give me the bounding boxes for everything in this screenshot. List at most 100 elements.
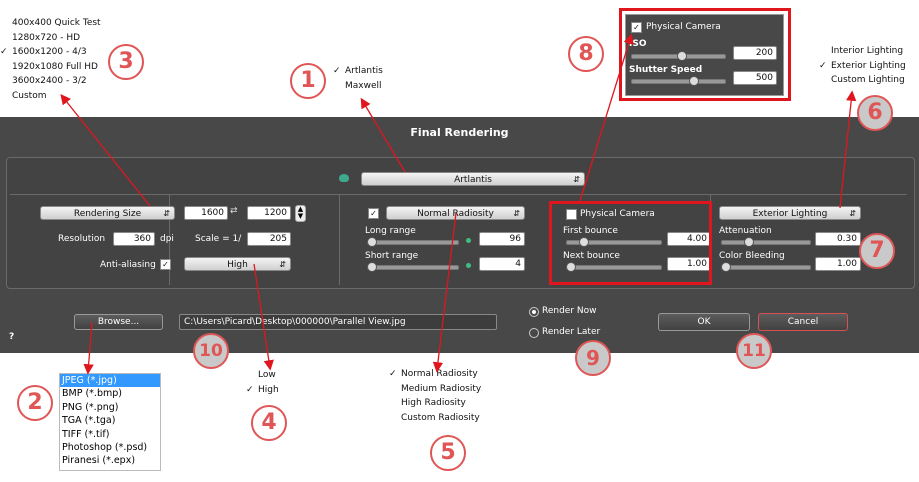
engine-option[interactable]: Maxwell: [345, 80, 382, 91]
quality-option[interactable]: Low: [258, 370, 276, 380]
callout-4: 4: [251, 405, 287, 441]
lighting-option[interactable]: Interior Lighting: [831, 46, 904, 56]
arrow: [839, 90, 857, 209]
file-format-option[interactable]: TIFF (*.tif): [62, 428, 110, 440]
next-bounce-input[interactable]: 1.00: [667, 257, 711, 271]
checkmark-icon: ✓: [246, 384, 254, 395]
slider-knob[interactable]: [367, 262, 377, 272]
slider-knob[interactable]: [721, 262, 731, 272]
size-options-list: 400x400 Quick Test 1280x720 - HD ✓1600x1…: [0, 16, 101, 103]
arrow: [579, 33, 634, 202]
slider-knob[interactable]: [744, 237, 754, 247]
radiosity-option[interactable]: Medium Radiosity: [401, 383, 482, 394]
file-format-option[interactable]: PNG (*.png): [62, 401, 119, 413]
radiosity-option[interactable]: High Radiosity: [401, 398, 466, 408]
file-format-option[interactable]: TGA (*.tga): [62, 415, 116, 427]
long-range-slider[interactable]: [367, 237, 459, 247]
callout-8: 8: [568, 36, 604, 72]
file-format-option[interactable]: Piranesi (*.epx): [62, 455, 136, 467]
iso-label: ISO: [629, 39, 647, 49]
iso-slider[interactable]: [631, 51, 726, 61]
arrow: [83, 321, 94, 375]
row-divider: [10, 194, 907, 195]
render-later-label: Render Later: [542, 327, 601, 337]
render-later-radio[interactable]: [529, 328, 539, 338]
shutter-speed-input[interactable]: 500: [733, 71, 777, 85]
size-option[interactable]: 1280x720 - HD: [12, 32, 81, 43]
slider-knob[interactable]: [579, 237, 589, 247]
quality-options-list: Low ✓High: [246, 368, 279, 397]
size-stepper[interactable]: ▲▼: [295, 205, 306, 222]
physical-camera-highlight: [549, 201, 712, 285]
slider-knob[interactable]: [367, 237, 377, 247]
arrow: [360, 97, 406, 173]
browse-button[interactable]: Browse...: [74, 314, 163, 330]
render-now-radio[interactable]: [529, 307, 539, 317]
shutter-speed-label: Shutter Speed: [629, 65, 703, 75]
long-range-input[interactable]: 96: [479, 232, 525, 246]
ok-button[interactable]: OK: [658, 313, 750, 331]
slider-knob[interactable]: [566, 262, 576, 272]
lighting-value: Exterior Lighting: [752, 209, 828, 219]
height-input[interactable]: 1200: [247, 206, 291, 220]
file-format-option[interactable]: BMP (*.bmp): [62, 388, 122, 400]
engine-dropdown-value: Artlantis: [454, 175, 492, 185]
quality-option[interactable]: ✓High: [246, 383, 279, 398]
size-option[interactable]: ✓1600x1200 - 4/3: [0, 45, 101, 60]
resolution-input[interactable]: 360: [113, 232, 155, 246]
indicator-dot-icon: [466, 263, 471, 268]
engine-option[interactable]: ✓Artlantis: [333, 64, 383, 79]
callout-6: 6: [857, 95, 893, 131]
attenuation-slider[interactable]: [721, 237, 811, 247]
slider-knob[interactable]: [677, 51, 687, 61]
cancel-button[interactable]: Cancel: [758, 313, 848, 331]
first-bounce-slider[interactable]: [566, 237, 662, 247]
checkmark-icon: ✓: [0, 47, 8, 57]
size-option[interactable]: 1920x1080 Full HD: [12, 61, 98, 72]
antialiasing-quality-dropdown[interactable]: High ⇵: [184, 257, 291, 271]
help-icon[interactable]: ?: [9, 332, 15, 342]
width-input[interactable]: 1600: [184, 206, 228, 220]
chevron-updown-icon: ⇵: [279, 260, 286, 269]
dialog-title: Final Rendering: [410, 126, 509, 139]
lighting-option[interactable]: Custom Lighting: [831, 75, 905, 85]
checkmark-icon: ✓: [333, 66, 341, 76]
size-option[interactable]: 3600x2400 - 3/2: [12, 76, 87, 86]
link-proportions-icon[interactable]: ⇄: [230, 206, 238, 216]
callout-9: 9: [575, 340, 611, 376]
output-path-input[interactable]: C:\Users\Picard\Desktop\000000\Parallel …: [179, 314, 497, 330]
size-option[interactable]: Custom: [12, 90, 47, 101]
shutter-speed-slider[interactable]: [631, 76, 726, 86]
antialiasing-label: Anti-aliasing: [100, 260, 156, 270]
next-bounce-slider[interactable]: [566, 262, 662, 272]
antialiasing-checkbox[interactable]: ✓: [160, 259, 171, 270]
slider-knob[interactable]: [689, 76, 699, 86]
radiosity-option[interactable]: ✓Normal Radiosity: [389, 367, 481, 382]
size-option[interactable]: 400x400 Quick Test: [12, 18, 101, 28]
scale-input[interactable]: 205: [247, 232, 291, 246]
physical-camera-checkbox[interactable]: [566, 209, 577, 220]
rendering-size-label: Rendering Size: [73, 209, 142, 219]
next-bounce-label: Next bounce: [563, 251, 620, 261]
lighting-option[interactable]: ✓Exterior Lighting: [819, 59, 906, 74]
color-bleeding-label: Color Bleeding: [719, 251, 785, 261]
physical-camera-label: Physical Camera: [580, 209, 655, 219]
iso-input[interactable]: 200: [733, 46, 777, 60]
short-range-input[interactable]: 4: [479, 257, 525, 271]
file-format-option[interactable]: Photoshop (*.psd): [62, 442, 148, 454]
short-range-slider[interactable]: [367, 262, 459, 272]
lighting-dropdown[interactable]: Exterior Lighting ⇵: [719, 206, 861, 220]
rendering-size-dropdown[interactable]: Rendering Size ⇵: [40, 206, 175, 220]
file-format-option[interactable]: JPEG (*.jpg): [60, 374, 160, 388]
radiosity-checkbox[interactable]: ✓: [368, 208, 379, 219]
attenuation-input[interactable]: 0.30: [815, 232, 861, 246]
color-bleeding-slider[interactable]: [721, 262, 811, 272]
radiosity-option[interactable]: Custom Radiosity: [401, 412, 480, 423]
callout-10: 10: [193, 333, 229, 369]
short-range-label: Short range: [365, 251, 419, 261]
engine-dropdown[interactable]: Artlantis ⇵: [361, 172, 585, 186]
popup-camera-checkbox[interactable]: ✓: [631, 22, 642, 33]
arrow: [432, 212, 457, 373]
color-bleeding-input[interactable]: 1.00: [815, 257, 861, 271]
